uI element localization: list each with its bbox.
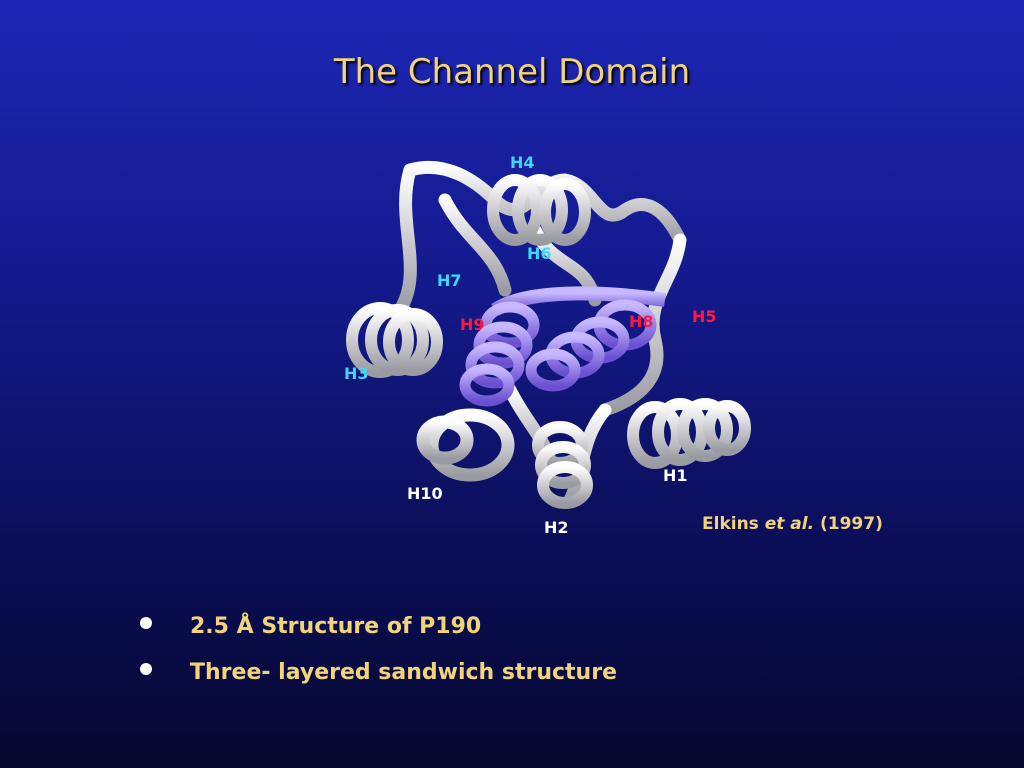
bullet-dot-icon — [140, 663, 152, 675]
citation: Elkins et al. (1997) — [702, 514, 883, 534]
citation-year: (1997) — [814, 514, 883, 534]
bullet-list: 2.5 Å Structure of P190 Three- layered s… — [140, 603, 617, 695]
helix-label-h4: H4 — [510, 153, 535, 172]
helix-label-h3: H3 — [344, 364, 369, 383]
bullet-dot-icon — [140, 617, 152, 629]
bullet-text: 2.5 Å Structure of P190 — [190, 613, 482, 639]
helix-label-h8: H8 — [629, 312, 654, 331]
ribbon-diagram-image — [346, 160, 751, 509]
helix-label-h2: H2 — [544, 518, 569, 537]
helix-label-h6: H6 — [527, 244, 552, 263]
bullet-text: Three- layered sandwich structure — [190, 659, 617, 685]
bullet-item: Three- layered sandwich structure — [140, 649, 617, 695]
bullet-item: 2.5 Å Structure of P190 — [140, 603, 617, 649]
helix-label-h1: H1 — [663, 466, 688, 485]
citation-author: Elkins — [702, 514, 765, 534]
helix-label-h10: H10 — [407, 484, 443, 503]
helix-label-h9: H9 — [460, 315, 485, 334]
helix-label-h7: H7 — [437, 271, 462, 290]
helix-label-h5: H5 — [692, 307, 717, 326]
slide-title: The Channel Domain — [333, 52, 691, 92]
citation-etal: et al. — [764, 514, 815, 534]
protein-structure-figure: H4 H6 H7 H3 H9 H8 H5 H1 H10 H2 — [335, 140, 755, 545]
